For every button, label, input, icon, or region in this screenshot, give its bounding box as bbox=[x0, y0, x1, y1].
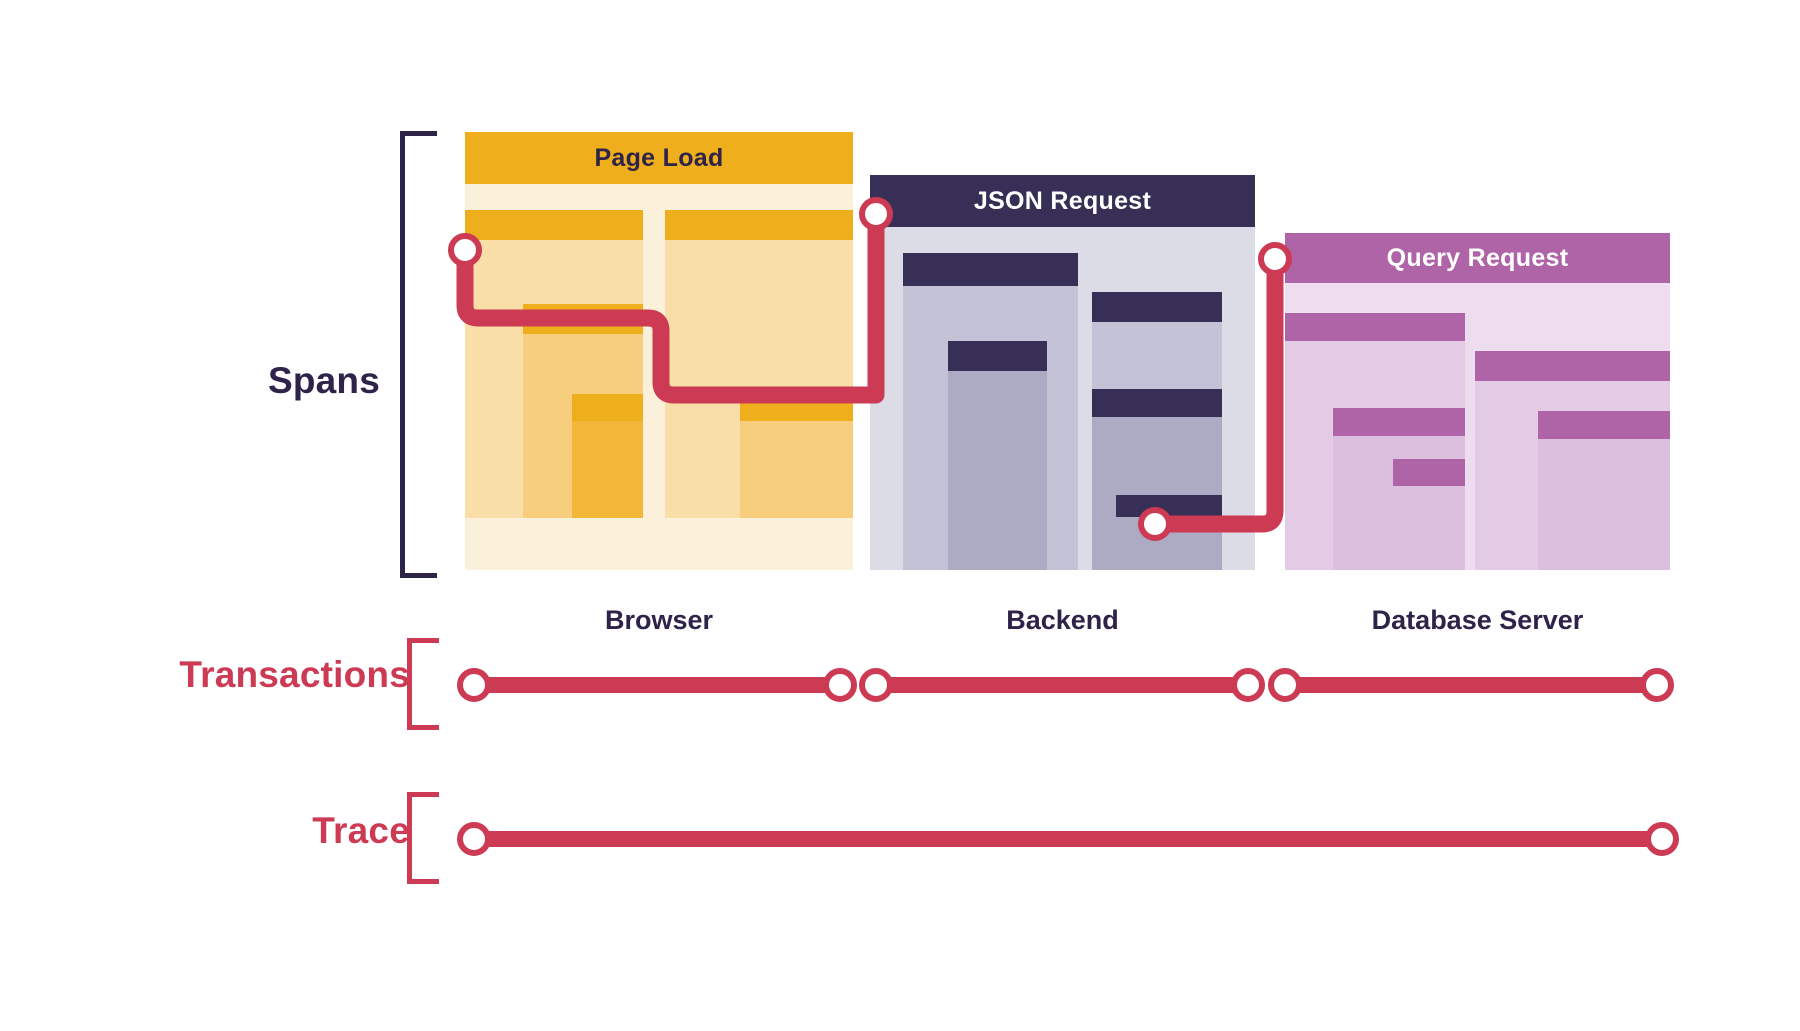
span-backend-2-head bbox=[948, 341, 1047, 371]
trace-segment[interactable] bbox=[474, 831, 1672, 847]
panel-body-backend bbox=[870, 227, 1255, 570]
span-database-1-head bbox=[1285, 313, 1465, 341]
bracket-transactions bbox=[407, 638, 439, 730]
panel-body-database bbox=[1285, 283, 1670, 570]
span-browser-4-head bbox=[665, 210, 853, 240]
transaction-node-4[interactable] bbox=[1231, 668, 1265, 702]
panel-header-database: Query Request bbox=[1285, 233, 1670, 283]
transaction-segment-backend[interactable] bbox=[876, 677, 1258, 693]
service-caption-browser: Browser bbox=[604, 605, 714, 635]
service-caption-backend: Backend bbox=[1006, 605, 1119, 635]
span-database-5-head bbox=[1538, 411, 1670, 439]
span-database-5-body bbox=[1538, 439, 1670, 570]
span-backend-4-head bbox=[1092, 389, 1222, 417]
panel-header-backend: JSON Request bbox=[870, 175, 1255, 227]
panel-body-browser bbox=[465, 184, 853, 570]
span-backend-3-head bbox=[1092, 292, 1222, 322]
transaction-segment-browser[interactable] bbox=[474, 677, 850, 693]
service-panel-backend[interactable]: JSON Request bbox=[870, 175, 1255, 570]
service-panel-browser[interactable]: Page Load bbox=[465, 132, 853, 570]
row-label-trace: Trace bbox=[312, 810, 410, 851]
transaction-node-3[interactable] bbox=[859, 668, 893, 702]
span-browser-3[interactable] bbox=[572, 394, 643, 518]
service-panel-database[interactable]: Query Request bbox=[1285, 233, 1670, 570]
span-backend-2-body bbox=[948, 371, 1047, 570]
span-database-3-head bbox=[1393, 459, 1465, 486]
span-browser-5-body bbox=[740, 421, 853, 518]
span-database-3[interactable] bbox=[1393, 459, 1465, 570]
connector-dot-browser-start[interactable] bbox=[448, 233, 482, 267]
service-caption-database: Database Server bbox=[1371, 605, 1584, 635]
span-browser-5-head bbox=[740, 394, 853, 421]
span-database-4-head bbox=[1475, 351, 1670, 381]
span-database-2-head bbox=[1333, 408, 1465, 436]
transaction-node-1[interactable] bbox=[457, 668, 491, 702]
span-database-5[interactable] bbox=[1538, 411, 1670, 570]
transaction-segment-database[interactable] bbox=[1285, 677, 1667, 693]
span-browser-5[interactable] bbox=[740, 394, 853, 518]
row-label-transactions: Transactions bbox=[179, 654, 410, 695]
span-browser-2-head bbox=[523, 304, 643, 334]
span-backend-2[interactable] bbox=[948, 341, 1047, 570]
connector-dot-backend-entry[interactable] bbox=[859, 197, 893, 231]
span-browser-3-body bbox=[572, 421, 643, 518]
connector-dot-database-entry[interactable] bbox=[1258, 242, 1292, 276]
panel-header-browser: Page Load bbox=[465, 132, 853, 184]
connector-dot-backend-exit[interactable] bbox=[1138, 507, 1172, 541]
bracket-trace bbox=[407, 792, 439, 884]
row-label-spans: Spans bbox=[267, 360, 380, 401]
span-backend-1-head bbox=[903, 253, 1078, 286]
transaction-node-2[interactable] bbox=[823, 668, 857, 702]
transaction-node-6[interactable] bbox=[1640, 668, 1674, 702]
span-database-3-body bbox=[1393, 486, 1465, 570]
bracket-spans bbox=[400, 131, 437, 578]
trace-node-end[interactable] bbox=[1645, 822, 1679, 856]
trace-node-start[interactable] bbox=[457, 822, 491, 856]
span-browser-1-head bbox=[465, 210, 643, 240]
transaction-node-5[interactable] bbox=[1268, 668, 1302, 702]
span-browser-3-head bbox=[572, 394, 643, 421]
